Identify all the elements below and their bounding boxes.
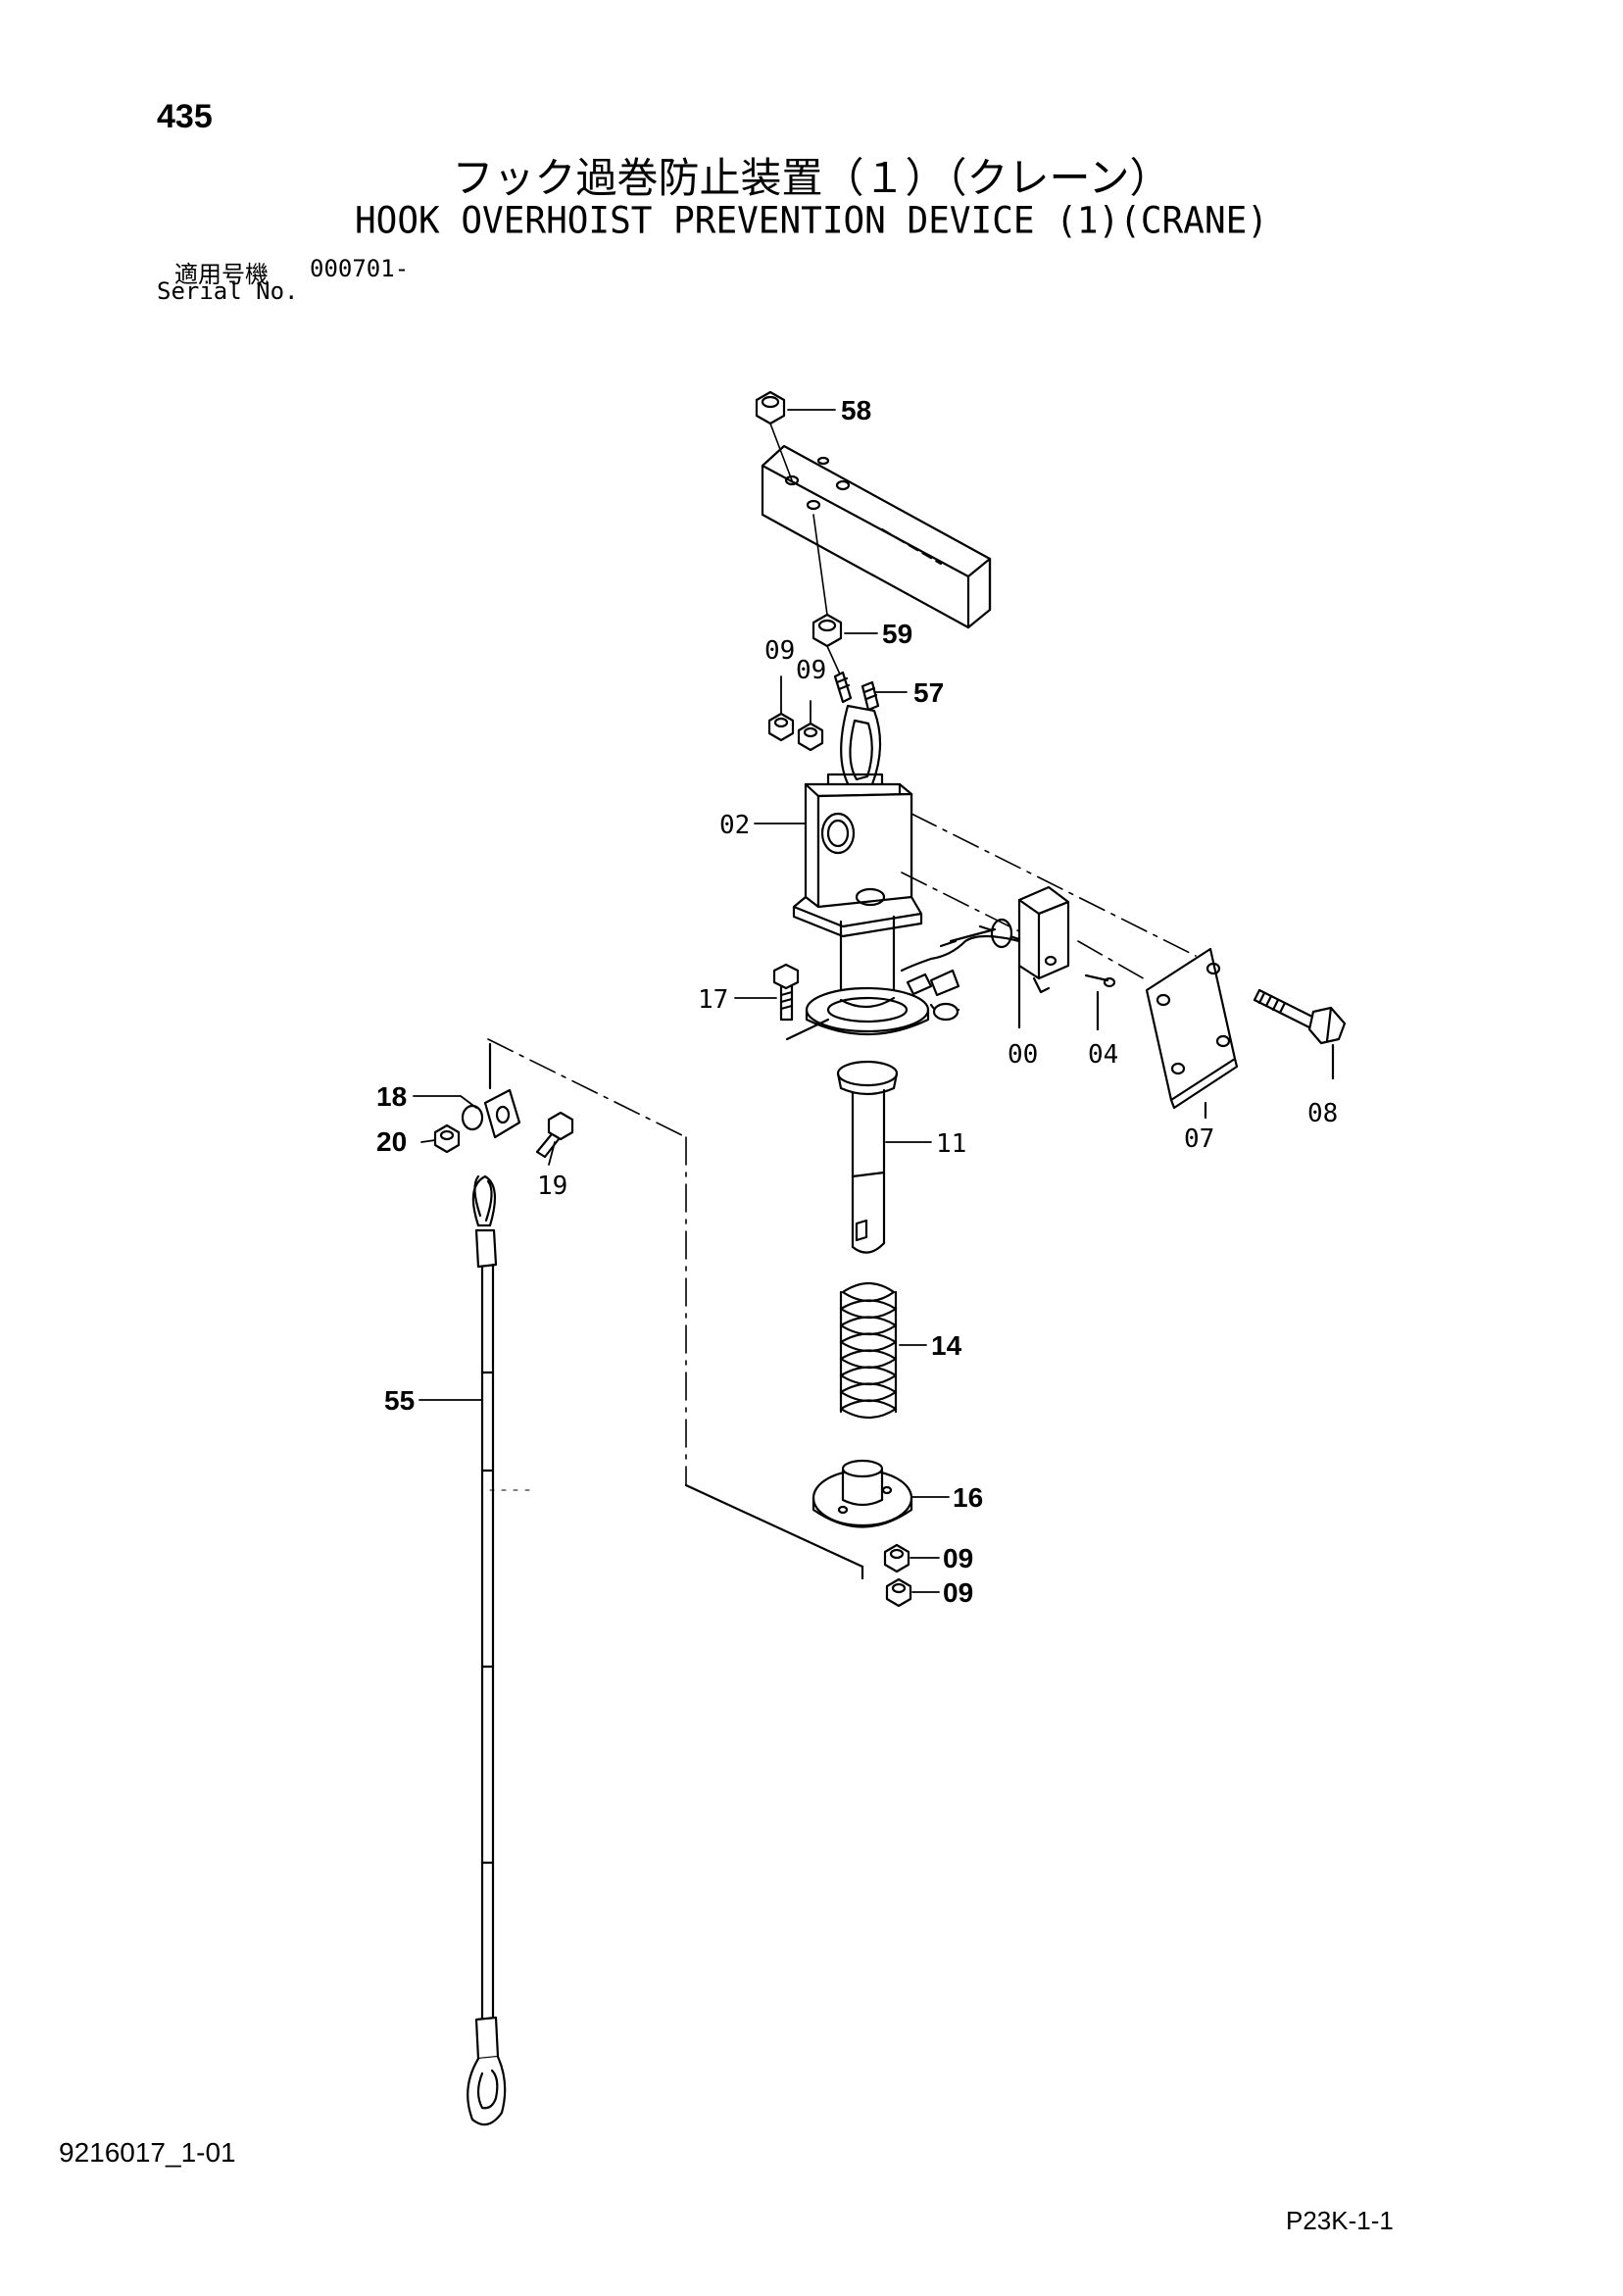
callout-04: 04	[1088, 1040, 1118, 1070]
callout-20: 20	[376, 1126, 407, 1157]
callout-57: 57	[913, 677, 944, 708]
page-title-japanese: フック過巻防止装置（１）（クレーン）	[452, 154, 1171, 202]
wire-rope-55	[467, 1174, 530, 2126]
callout-19: 19	[537, 1172, 567, 1201]
serial-number-value: 000701-	[310, 255, 410, 282]
callout-55: 55	[384, 1385, 415, 1416]
document-code: 9216017_1-01	[59, 2137, 236, 2168]
assembly-centerlines	[487, 813, 1197, 1486]
nuts-09-lower	[861, 1543, 912, 1608]
callout-58: 58	[841, 395, 871, 425]
nut-58	[755, 390, 793, 481]
page-title-english: HOOK OVERHOIST PREVENTION DEVICE (1)(CRA…	[355, 199, 1268, 243]
cover-plate-07	[1145, 947, 1239, 1120]
base-flange-16	[684, 1459, 913, 1569]
shackle-18	[461, 1042, 521, 1139]
callout-18: 18	[376, 1081, 407, 1112]
leader-lines	[413, 409, 950, 1593]
nut-59	[812, 514, 843, 677]
bolt-08	[1253, 988, 1347, 1080]
callout-00: 00	[1008, 1040, 1038, 1070]
bolt-19	[535, 1111, 574, 1159]
serial-label-japanese: 適用号機	[174, 261, 269, 288]
callout-02: 02	[719, 811, 750, 840]
callout-07: 07	[1184, 1124, 1214, 1154]
callout-labels: 58 59 09 09 57 02 17 00 04 07 08 18 20 1…	[376, 395, 1338, 1608]
eye-bolt-57	[833, 671, 882, 791]
callout-09-upper-left: 09	[764, 636, 795, 666]
callout-17: 17	[698, 985, 728, 1015]
callout-59: 59	[882, 619, 912, 649]
callout-09-upper-right: 09	[796, 656, 826, 685]
bolt-17	[772, 963, 830, 1041]
nut-20	[433, 1123, 461, 1154]
spring-14	[839, 1281, 898, 1420]
nuts-09-upper	[767, 712, 824, 752]
serial-label-english: Serial No.	[157, 277, 299, 305]
callout-11: 11	[936, 1129, 966, 1159]
callout-08: 08	[1307, 1099, 1338, 1128]
limit-switch-00	[900, 885, 1070, 1029]
page-reference: P23K-1-1	[1286, 2206, 1394, 2235]
screw-04	[1084, 973, 1116, 1031]
switch-housing-02	[792, 773, 923, 938]
callout-14: 14	[931, 1330, 962, 1361]
pin-11	[836, 1060, 899, 1254]
callout-09-lower-lower: 09	[943, 1577, 973, 1608]
mounting-bracket	[761, 444, 992, 629]
callout-16: 16	[953, 1482, 983, 1513]
guide-column	[805, 915, 930, 1036]
page-number: 435	[157, 98, 213, 135]
callout-09-lower-upper: 09	[943, 1543, 973, 1573]
